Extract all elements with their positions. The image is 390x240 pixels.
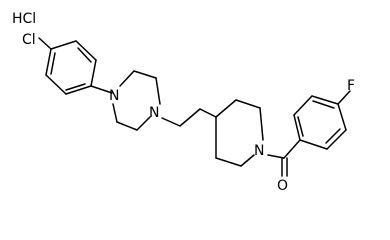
piperazine-n2-label: N [149,105,159,121]
salt-label: HCl [12,11,36,27]
piperidine-n-label: N [254,143,264,159]
piperazine-ring [112,70,161,131]
n-carbonyl-bond [267,154,285,159]
chlorophenyl-ring [45,40,97,95]
structure-diagram: HCl Cl N N N F O [12,11,355,194]
ethyl-linker [161,108,217,127]
molecule-canvas: HCl Cl N N N F O [12,11,355,194]
fluorophenyl-ring [293,95,347,150]
fluorine-atom-label: F [347,78,355,94]
carbonyl-aryl-bond [283,139,301,159]
carbonyl-double-bond [281,157,288,177]
c-f-bond [337,90,351,105]
c-cl-bond [38,37,52,50]
aryl-n-bond [90,85,113,94]
piperidine-ring [215,99,264,167]
chlorine-atom-label: Cl [22,32,36,48]
piperazine-n1-label: N [109,88,119,104]
carbonyl-oxygen-label: O [277,178,288,194]
